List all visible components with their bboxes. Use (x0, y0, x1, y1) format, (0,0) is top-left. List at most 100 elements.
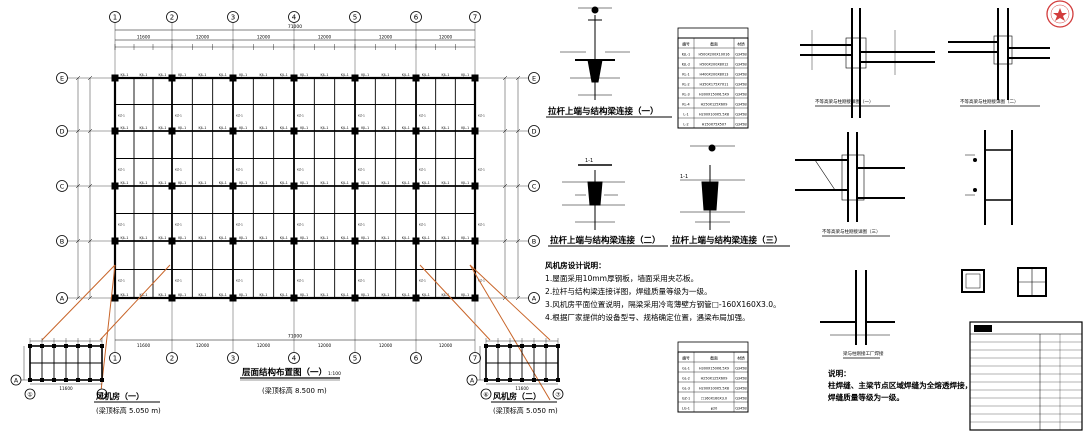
dimension-tick (515, 183, 521, 189)
column-label: KZ-1 (419, 168, 426, 172)
column-axis-label: 5 (353, 14, 357, 22)
detail-rod-connection-1 (560, 6, 630, 100)
fan-room-dimension-label: 11600 (59, 386, 73, 391)
beam-label: KJL-1 (159, 236, 167, 240)
beam-label: KJL-1 (341, 236, 349, 240)
column-marker (351, 127, 359, 135)
row-axis-bubble (528, 72, 540, 84)
beam-label: KJL-1 (382, 181, 390, 185)
beam-label: KJL-1 (260, 181, 268, 185)
column-label: KZ-1 (175, 114, 182, 118)
dimension-tick (502, 128, 508, 134)
beam-label: KJL-1 (121, 126, 129, 130)
beam-label: KJL-1 (341, 293, 349, 297)
fan-room-column (40, 378, 44, 382)
beam-label: KJL-1 (121, 293, 129, 297)
fan-room-column (496, 378, 500, 382)
table-cell: GL-3 (682, 387, 690, 391)
column-marker (168, 182, 176, 190)
weld-note-1: 柱焊缝、主梁节点区域焊缝为全熔透焊接， (828, 381, 973, 390)
beam-label: KJL-1 (300, 293, 308, 297)
beam-label: KJL-1 (239, 73, 247, 77)
beam-label: KJL-1 (199, 73, 207, 77)
column-label: KZ-1 (419, 114, 426, 118)
table-cell: GZ-1 (682, 397, 690, 401)
joint-detail-1 (800, 8, 935, 118)
weld-note-2: 焊缝质量等级为一级。 (828, 393, 904, 402)
dimension-tick (87, 75, 93, 81)
plan-bay-dimension: 12000 (439, 35, 453, 40)
fan-room-notes: 风机房设计说明： 1.屋面采用10mm厚钢板，墙面采用夹芯板。 2.拉杆与结构梁… (545, 259, 781, 324)
beam-label: KJL-1 (361, 73, 369, 77)
table-cell: GL-1 (682, 367, 690, 371)
fan-left-title: 风机房（一） (96, 391, 144, 401)
column-axis-bubble (288, 352, 300, 364)
beam-label: KJL-1 (382, 73, 390, 77)
beam-label: KJL-1 (402, 73, 410, 77)
detail-rod-connection-3: 1-1 (680, 144, 745, 230)
fan-room-note-3: 3.风机房平面位置说明，隔梁采用冷弯薄壁方钢管□-160X160X3.0。 (545, 300, 781, 309)
beam-label: KJL-1 (321, 293, 329, 297)
joint-detail-4 (965, 130, 1013, 225)
dimension-tick (87, 238, 93, 244)
column-label: KZ-1 (118, 223, 125, 227)
table-cell: Q345B (735, 93, 747, 97)
column-label: KZ-1 (358, 223, 365, 227)
column-marker (351, 237, 359, 245)
joint-caption-3: 不等高梁与柱刚接详图（三） (822, 228, 881, 235)
table-cell: Q345B (735, 407, 747, 411)
beam-label: KJL-1 (219, 236, 227, 240)
beam-label: KJL-1 (461, 181, 469, 185)
table-header-cell: 编号 (682, 356, 690, 361)
column-label: KZ-1 (478, 223, 485, 227)
beam-label: KJL-1 (461, 236, 469, 240)
beam-label: KJL-1 (442, 293, 450, 297)
fan-room-axis-label: ② (99, 392, 105, 399)
column-marker (412, 127, 420, 135)
column-label: KZ-1 (175, 279, 182, 283)
beam-label: KJL-1 (341, 73, 349, 77)
dimension-tick (502, 183, 508, 189)
table-cell: GL-2 (682, 377, 690, 381)
column-axis-label: 7 (473, 355, 477, 363)
fan-room-column (520, 378, 524, 382)
dimension-tick (515, 295, 521, 301)
column-marker (229, 127, 237, 135)
detail-3-section: 1-1 (680, 174, 688, 180)
beam-label: KJL-1 (199, 236, 207, 240)
beam-label: KJL-1 (361, 236, 369, 240)
table-cell: Q345B (735, 103, 747, 107)
column-axis-bubble (469, 11, 481, 23)
row-axis-label: A (60, 295, 65, 303)
beam-label: KJL-1 (361, 181, 369, 185)
plan-bay-dimension: 12000 (196, 35, 210, 40)
column-label: KZ-1 (118, 168, 125, 172)
table-cell: Q345B (735, 397, 747, 401)
table-cell: LG-1 (682, 407, 690, 411)
beam-label: KJL-1 (300, 126, 308, 130)
column-axis-label: 4 (292, 355, 297, 363)
row-axis-bubble (56, 235, 68, 247)
beam-label: KJL-1 (159, 126, 167, 130)
joint-caption-4: 梁与柱刚接工厂焊接 (843, 350, 884, 357)
detail-2-section: 1-1 (585, 158, 593, 164)
beam-label: KJL-1 (402, 181, 410, 185)
beam-label: KJL-1 (280, 181, 288, 185)
column-axis-bubble (166, 11, 178, 23)
beam-label: KJL-1 (199, 181, 207, 185)
column-marker (229, 182, 237, 190)
plan-bay-dimension-bottom: 12000 (257, 343, 271, 348)
beam-label: KJL-1 (442, 126, 450, 130)
fan-room-axis-label: A (14, 378, 19, 385)
table-cell: H500X200X8X12 (700, 63, 729, 67)
column-axis-bubble (227, 11, 239, 23)
table-cell: KL-1 (682, 73, 689, 77)
beam-label: KJL-1 (178, 73, 186, 77)
beam-label: KJL-1 (422, 126, 430, 130)
beam-label: KJL-1 (341, 126, 349, 130)
fan-room-left-title: 风机房（一） (梁顶标高 5.050 m) (94, 391, 161, 415)
beam-label: KJL-1 (422, 293, 430, 297)
